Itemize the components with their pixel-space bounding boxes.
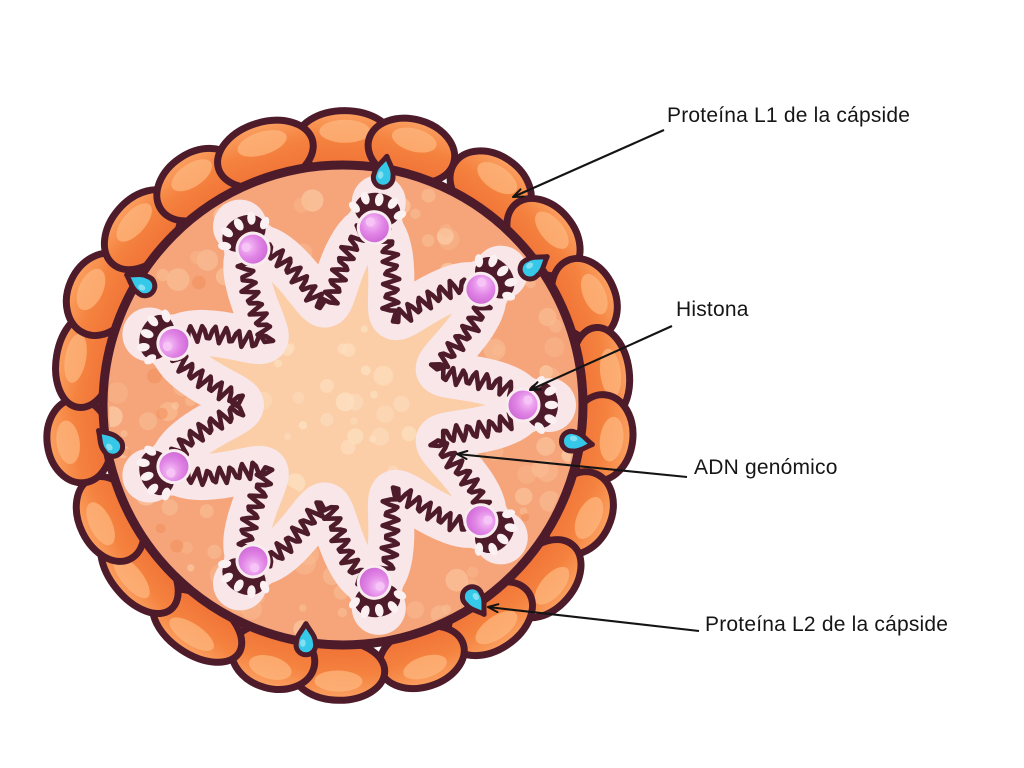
histone-finger-loop-icon <box>360 605 370 619</box>
histone-finger-loop-icon <box>140 471 154 481</box>
label-proteina-l1: Proteína L1 de la cápside <box>667 104 911 127</box>
histone-finger-loop-icon <box>497 265 509 277</box>
histone-finger-loop-icon <box>140 329 154 339</box>
l2-protein-drop <box>559 428 595 454</box>
histone-finger-loop-icon <box>218 241 232 251</box>
l2-protein-drop <box>517 254 550 282</box>
dna-strand <box>163 220 535 591</box>
arrow-proteina-l1 <box>512 129 665 198</box>
label-histona: Histona <box>676 298 749 321</box>
histone <box>463 503 518 556</box>
histone-finger-loop-icon <box>259 216 270 230</box>
histone-finger-loop-icon <box>374 603 384 617</box>
histone-finger-loop-icon <box>220 572 233 583</box>
histone-finger-loop-icon <box>544 386 557 396</box>
histone-finger-loop-icon <box>218 559 232 569</box>
histone-finger-loop-icon <box>387 601 399 613</box>
histone-finger-loop-icon <box>136 342 150 352</box>
l2-protein-drop <box>124 272 158 299</box>
l2-protein-drop <box>293 621 319 658</box>
histone-finger-loop-icon <box>136 458 150 468</box>
histone-finger-loop-icon <box>393 210 407 220</box>
label-proteina-l2: Proteína L2 de la cápside <box>705 613 949 636</box>
histone-finger-loop-icon <box>147 315 159 327</box>
l2-proteins <box>96 153 595 658</box>
histone-finger-loop-icon <box>144 445 157 456</box>
histone-finger-loop-icon <box>474 254 484 268</box>
histone <box>463 254 518 307</box>
histone <box>136 445 192 501</box>
histone-finger-loop-icon <box>387 197 399 209</box>
histone-finger-loop-icon <box>502 291 516 301</box>
histone-finger-loop-icon <box>474 542 484 556</box>
histone-finger-loop-icon <box>393 590 407 600</box>
histone-finger-loop-icon <box>348 597 360 609</box>
histone-finger-loop-icon <box>220 227 233 238</box>
histone-finger-loop-icon <box>497 533 509 545</box>
histone-finger-loop-icon <box>348 201 360 213</box>
histone-core <box>156 325 192 361</box>
histone <box>218 211 271 267</box>
histones <box>136 191 559 619</box>
histone <box>348 564 407 619</box>
l2-protein-drop <box>96 428 126 459</box>
histone-finger-loop-icon <box>247 585 256 599</box>
histone-finger-loop-icon <box>374 193 384 207</box>
histone-finger-loop-icon <box>504 523 518 532</box>
histone-finger-loop-icon <box>544 400 559 410</box>
histone-core <box>463 503 499 539</box>
histone-finger-loop-icon <box>360 191 370 205</box>
histone-finger-loop-icon <box>504 278 518 287</box>
histone-core <box>156 449 192 485</box>
histone-finger-loop-icon <box>488 542 498 556</box>
histone-finger-loop-icon <box>247 211 256 225</box>
arrow-adn-genomico <box>456 450 688 479</box>
histone-finger-loop-icon <box>259 580 270 594</box>
arrow-histona <box>529 325 673 391</box>
histone <box>136 309 192 365</box>
histone-finger-loop-icon <box>502 509 516 519</box>
histone-finger-loop-icon <box>161 309 171 323</box>
label-adn-genomico: ADN genómico <box>694 456 838 479</box>
histone-core <box>463 271 499 307</box>
histone-finger-loop-icon <box>233 579 244 592</box>
histone-finger-loop-icon <box>144 354 157 365</box>
histone-finger-loop-icon <box>488 254 498 268</box>
annotation-arrows <box>456 129 700 633</box>
histone <box>218 543 271 599</box>
l2-protein-drop <box>459 584 487 617</box>
histone-core <box>235 543 271 579</box>
histone-finger-loop-icon <box>161 487 171 501</box>
arrow-proteina-l2 <box>487 603 700 633</box>
histone <box>348 191 407 246</box>
histone <box>505 376 559 434</box>
histone-core <box>505 387 541 423</box>
histone-finger-loop-icon <box>534 422 545 434</box>
histone-core <box>235 231 271 267</box>
histone-finger-loop-icon <box>147 483 159 495</box>
histone-finger-loop-icon <box>544 414 557 424</box>
l2-protein-drop <box>370 153 396 190</box>
histone-finger-loop-icon <box>233 218 244 231</box>
